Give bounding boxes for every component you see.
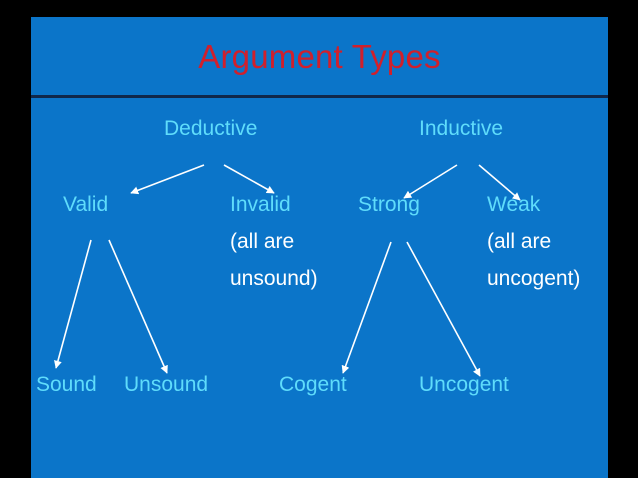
edge-valid-sound: [54, 239, 92, 369]
note-weak-line1: (all are: [487, 230, 552, 253]
page-title: Argument Types: [198, 37, 441, 75]
node-uncogent[interactable]: Uncogent: [419, 373, 509, 396]
edge-strong-cogent: [341, 241, 392, 374]
node-weak[interactable]: Weak: [487, 193, 541, 216]
slide-title-bar: Argument Types: [31, 17, 608, 95]
presentation-slide: Argument Types: [31, 17, 608, 478]
node-invalid[interactable]: Invalid: [230, 193, 291, 216]
node-sound[interactable]: Sound: [36, 373, 97, 396]
title-divider: [31, 95, 608, 98]
edge-valid-unsound: [108, 239, 168, 374]
edge-deductive-invalid: [223, 164, 275, 194]
note-invalid-line2: unsound): [230, 267, 318, 290]
diagram-canvas: Deductive Inductive Valid Invalid Strong…: [31, 98, 608, 478]
edge-deductive-valid: [130, 164, 205, 195]
node-cogent[interactable]: Cogent: [279, 373, 347, 396]
edge-strong-uncogent: [406, 241, 481, 377]
note-invalid-line1: (all are: [230, 230, 295, 253]
note-weak-line2: uncogent): [487, 267, 581, 290]
node-deductive[interactable]: Deductive: [164, 117, 258, 140]
node-unsound[interactable]: Unsound: [124, 373, 209, 396]
node-inductive[interactable]: Inductive: [419, 117, 504, 140]
node-valid[interactable]: Valid: [63, 193, 109, 216]
node-strong[interactable]: Strong: [358, 193, 420, 216]
